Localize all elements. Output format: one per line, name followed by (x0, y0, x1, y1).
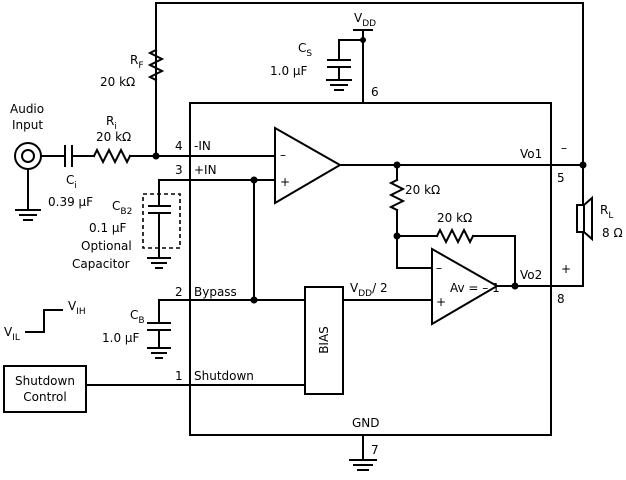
feedback-resistor (435, 227, 475, 245)
pin8-label: 8 (557, 292, 565, 306)
divider-resistor-value: 20 kΩ (405, 183, 440, 197)
fb-wire-right (472, 235, 516, 287)
rf-label: RF (130, 53, 144, 71)
inv-input-junction (152, 152, 160, 160)
in-plus-label: +IN (194, 163, 217, 177)
amplifier-2-triangle (431, 247, 500, 326)
in-plus-wire (158, 179, 276, 207)
audio-input-label-line1: Audio (10, 102, 44, 116)
cs-junction (360, 37, 366, 43)
shutdown-control-line1: Shutdown (15, 374, 75, 388)
shutdown-control-block (3, 365, 87, 413)
amp1-plus-sign: + (280, 175, 290, 189)
ci-label: Ci (66, 173, 77, 191)
cs-wire (338, 39, 364, 61)
pin5-label: 5 (557, 171, 565, 185)
cs-ground-icon (326, 79, 352, 91)
amplifier-1-triangle (274, 126, 343, 205)
feedback-wire (155, 2, 584, 153)
shutdown-control-line2: Control (23, 390, 66, 404)
rf-resistor (147, 48, 165, 82)
audio-jack-icon (14, 142, 42, 170)
speaker-icon (576, 195, 593, 242)
feedback-resistor-value: 20 kΩ (437, 211, 472, 225)
pin7-label: 7 (371, 443, 379, 457)
out-minus-label: – (561, 141, 567, 155)
ri-resistor (92, 147, 132, 165)
cb-ground-icon (147, 347, 171, 359)
amp1-minus-sign: – (280, 148, 286, 162)
gnd-ground-icon (349, 459, 377, 471)
ic-package (189, 102, 552, 436)
amp2-minus-sign: – (436, 261, 442, 275)
vo1-label: Vo1 (520, 147, 542, 161)
pin1-label: 1 (175, 369, 183, 383)
cb2-label: CB2 (112, 199, 132, 217)
divider-resistor (388, 178, 406, 212)
rf-value: 20 kΩ (100, 75, 135, 89)
amp2-plus-sign: + (436, 295, 446, 309)
vdd2-label: VDD/ 2 (350, 281, 388, 299)
optional-label-line2: Capacitor (72, 257, 130, 271)
logic-level-waveform-icon (25, 309, 63, 333)
pin6-label: 6 (371, 85, 379, 99)
ri-label: Ri (106, 114, 117, 132)
shutdown-label: Shutdown (194, 369, 254, 383)
cs-value: 1.0 µF (270, 64, 308, 78)
optional-capacitor-box (142, 193, 181, 249)
pin4-label: 4 (175, 139, 183, 153)
cb2-value: 0.1 µF (89, 221, 127, 235)
bias-label: BIAS (317, 326, 331, 354)
vdd-label: VDD (354, 11, 376, 29)
pin3-label: 3 (175, 163, 183, 177)
vih-label: VIH (68, 299, 86, 317)
in-minus-label: -IN (194, 139, 211, 153)
vo2-junction (511, 282, 519, 290)
rl-value: 8 Ω (602, 226, 623, 240)
rl-label: RL (600, 203, 613, 221)
av-label: Av = – 1 (450, 281, 500, 295)
out-plus-label: + (561, 262, 571, 276)
jack-ground-icon (15, 209, 41, 221)
audio-input-label-line2: Input (12, 118, 43, 132)
cb-value: 1.0 µF (102, 331, 140, 345)
vil-label: VIL (4, 325, 20, 343)
ri-value: 20 kΩ (96, 130, 131, 144)
bypass-junction (250, 296, 258, 304)
cs-label: CS (298, 41, 312, 59)
ci-value: 0.39 µF (48, 195, 93, 209)
pin2-label: 2 (175, 285, 183, 299)
vo2-label: Vo2 (520, 268, 542, 282)
cb2-ground-icon (147, 257, 171, 269)
cb-label: CB (130, 308, 145, 326)
bias-block (304, 286, 344, 395)
gnd-label: GND (352, 416, 380, 430)
optional-label-line1: Optional (81, 239, 132, 253)
bypass-label: Bypass (194, 285, 237, 299)
